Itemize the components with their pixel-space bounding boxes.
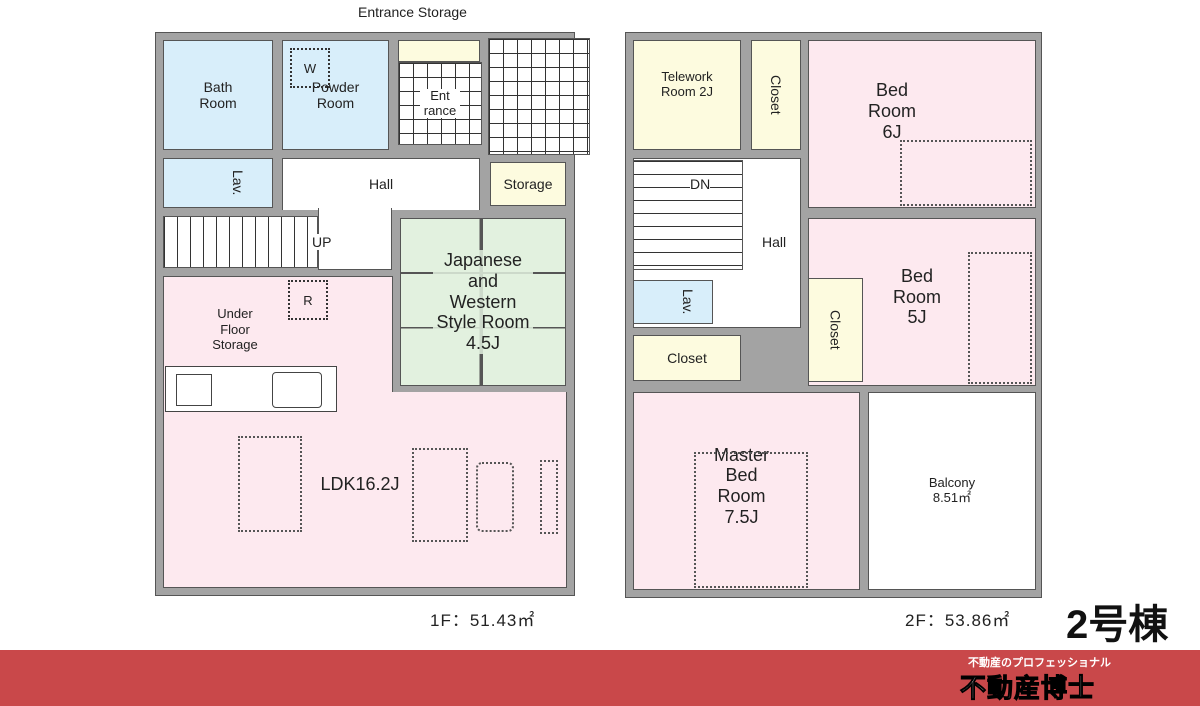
closet-1: Closet	[751, 40, 801, 150]
japanese-western-room: Japanese and Western Style Room 4.5J	[400, 218, 566, 386]
stairs-1f	[163, 216, 318, 268]
entrance-label: Ent rance	[420, 88, 460, 119]
sofa-icon	[412, 448, 468, 542]
bed-5j-icon	[968, 252, 1032, 384]
lav-label: Lav.	[230, 170, 247, 196]
balcony: Balcony 8.51㎡	[868, 392, 1036, 590]
washer-icon: W	[290, 48, 330, 88]
master-bed-icon	[694, 452, 808, 588]
closet-1-label: Closet	[768, 75, 785, 115]
closet-3-label: Closet	[667, 349, 707, 366]
telework-label: Telework Room 2J	[660, 69, 714, 99]
stove-icon	[176, 374, 212, 406]
closet-2-label: Closet	[827, 310, 844, 350]
dining-table-icon	[238, 436, 302, 532]
bath-room: Bath Room	[163, 40, 273, 150]
washer-label: W	[303, 60, 317, 76]
storage-label: Storage	[503, 175, 553, 192]
bed-room-5j-label: Bed Room 5J	[892, 265, 941, 328]
hall-1f: Hall	[282, 158, 480, 210]
stairs-2f	[633, 160, 743, 270]
hall-label: Hall	[368, 176, 394, 193]
storage-1f: Storage	[490, 162, 566, 206]
entrance-storage-label: Entrance Storage	[358, 4, 467, 20]
bed-icon	[900, 140, 1032, 206]
fridge-label: R	[303, 292, 313, 308]
japanese-room-label: Japanese and Western Style Room 4.5J	[433, 250, 533, 354]
ldk-label: LDK16.2J	[320, 474, 400, 495]
fridge-icon: R	[288, 280, 328, 320]
banner-logo: 不動産博士	[959, 673, 1096, 704]
master-bed-room: Master Bed Room 7.5J	[633, 392, 860, 590]
dn-label: DN	[690, 176, 711, 192]
closet-3: Closet	[633, 335, 741, 381]
lav-2f-label: Lav.	[680, 289, 697, 315]
master-bed-room-label: Master Bed Room 7.5J	[713, 444, 769, 527]
hall-2f-label: Hall	[762, 234, 787, 250]
closet-2: Closet	[808, 278, 863, 382]
under-floor-storage-label: Under Floor Storage	[212, 306, 258, 353]
telework-room: Telework Room 2J	[633, 40, 741, 150]
sink-icon	[272, 372, 322, 408]
up-label: UP	[312, 234, 332, 250]
footer-banner: 不動産のプロフェッショナル 不動産博士	[0, 650, 1200, 706]
building-label: 2号棟	[1066, 603, 1169, 647]
bed-room-6j: Bed Room 6J	[808, 40, 1036, 208]
ldk: LDK16.2J	[163, 392, 567, 588]
entrance: Ent rance	[398, 62, 482, 145]
powder-room: Powder Room	[282, 40, 389, 150]
table-icon	[476, 462, 514, 532]
kitchen-counter	[165, 366, 337, 412]
floor-1-area: 1F：51.43㎡	[430, 611, 536, 630]
powder-room-label: Powder Room	[311, 78, 360, 111]
lavatory-2f: Lav.	[633, 280, 713, 324]
balcony-label: Balcony 8.51㎡	[928, 475, 976, 505]
floor-2-area: 2F：53.86㎡	[905, 611, 1011, 630]
porch-tiles	[488, 38, 590, 155]
entrance-storage	[398, 40, 480, 62]
bed-room-6j-label: Bed Room 6J	[867, 80, 916, 142]
banner-tagline: 不動産のプロフェッショナル	[968, 657, 1111, 669]
bath-room-label: Bath Room	[199, 78, 237, 111]
lavatory-1f: Lav.	[163, 158, 273, 208]
tv-stand-icon	[540, 460, 558, 534]
